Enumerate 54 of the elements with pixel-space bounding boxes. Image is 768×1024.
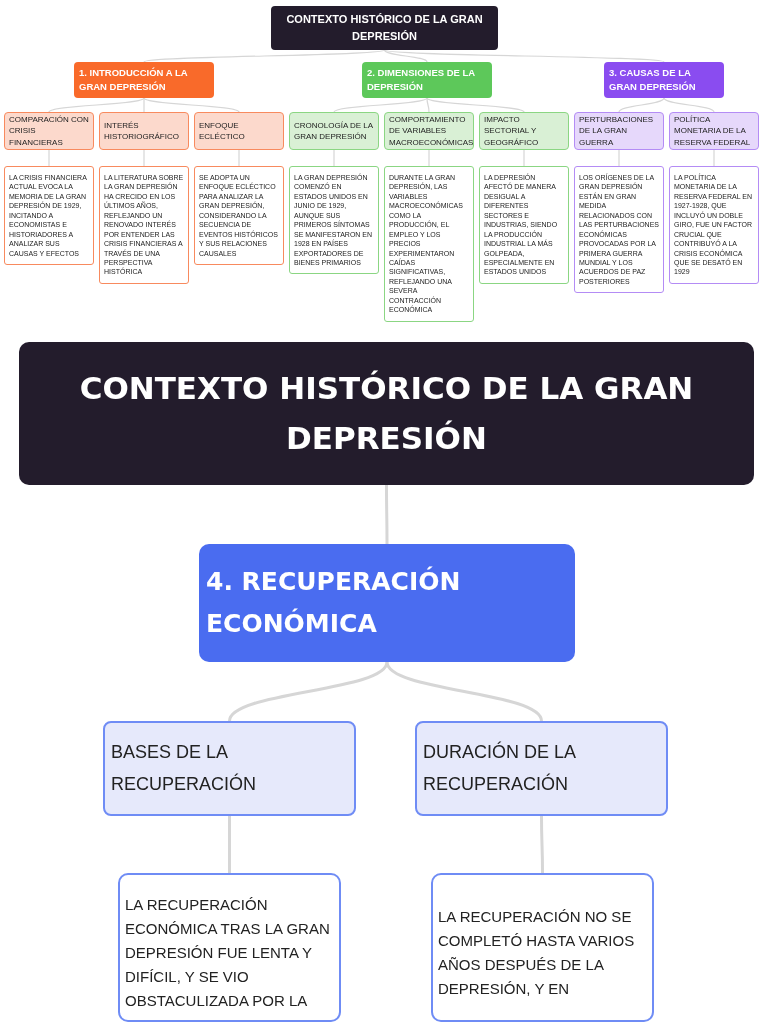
node-text: 4. RECUPERACIÓN ECONÓMICA — [206, 565, 462, 640]
subtopic-box — [669, 112, 759, 150]
node-text: CONTEXTO HISTÓRICO DE LA GRAN DEPRESIÓN — [78, 368, 695, 458]
topic-box — [604, 62, 724, 98]
node-text: CONTEXTO HISTÓRICO DE LA GRAN DEPRESIÓN — [285, 11, 484, 44]
node-text: 3. CAUSAS DE LA GRAN DEPRESIÓN — [609, 66, 697, 94]
subtopic-box — [479, 112, 569, 150]
node-text: LA RECUPERACIÓN NO SE COMPLETÓ HASTA VARIOS AÑOS DESPUÉS DE LA DEPRESIÓN, Y EN — [438, 907, 636, 999]
connector-line — [426, 97, 430, 113]
node-text: 1. INTRODUCCIÓN A LA GRAN DEPRESIÓN — [79, 66, 189, 94]
node-text: PERTURBACIONES DE LA GRAN GUERRA — [579, 114, 655, 148]
node-text: CRONOLOGÍA DE LA GRAN DEPRESIÓN — [294, 119, 374, 143]
topic-box — [362, 62, 492, 98]
connector-line — [143, 49, 386, 63]
topic-box — [199, 544, 575, 662]
node-text: DURACIÓN DE LA RECUPERACIÓN — [423, 740, 577, 796]
detail-box — [194, 166, 284, 265]
detail-box — [4, 166, 94, 265]
detail-box — [99, 166, 189, 284]
connector-line — [228, 816, 231, 873]
connector-line — [540, 816, 544, 873]
subtopic-box — [289, 112, 379, 150]
detail-box — [384, 166, 474, 322]
node-text: ENFOQUE ECLÉCTICO — [199, 119, 246, 143]
connector-line — [383, 49, 428, 63]
subtopic-box — [194, 112, 284, 150]
node-text: INTERÉS HISTORIOGRÁFICO — [104, 119, 180, 143]
connector-line — [385, 661, 543, 722]
topic-box — [74, 62, 214, 98]
detail-box — [669, 166, 759, 284]
connector-line — [228, 661, 389, 722]
node-text: BASES DE LA RECUPERACIÓN — [111, 741, 258, 796]
title-box — [271, 6, 498, 50]
subtopic-box — [574, 112, 664, 150]
detail-box — [574, 166, 664, 294]
connector-line — [383, 49, 665, 63]
node-text: LA RECUPERACIÓN ECONÓMICA TRAS LA GRAN DEPRESIÓN FUE LENTA Y DIFÍCIL, Y SE VIO OBSTACULIZADA POR LA — [125, 895, 331, 1011]
connector-line — [385, 485, 389, 544]
title-box — [19, 342, 754, 485]
detail-box — [431, 873, 654, 1022]
detail-box — [289, 166, 379, 275]
detail-box — [479, 166, 569, 284]
connector-line — [333, 97, 428, 113]
subtopic-box — [103, 721, 356, 816]
node-text: COMPARACIÓN CON CRISIS FINANCIERAS — [9, 114, 89, 148]
detail-box — [118, 873, 341, 1022]
connector-line — [48, 97, 145, 113]
connector-line — [426, 97, 525, 113]
node-text: 2. DIMENSIONES DE LA DEPRESIÓN — [367, 66, 476, 94]
subtopic-box — [415, 721, 668, 816]
subtopic-box — [99, 112, 189, 150]
node-text: IMPACTO SECTORIAL Y GEOGRÁFICO — [484, 114, 540, 148]
connector-line — [143, 97, 240, 113]
node-text: POLÍTICA MONETARIA DE LA RESERVA FEDERAL — [674, 114, 752, 148]
